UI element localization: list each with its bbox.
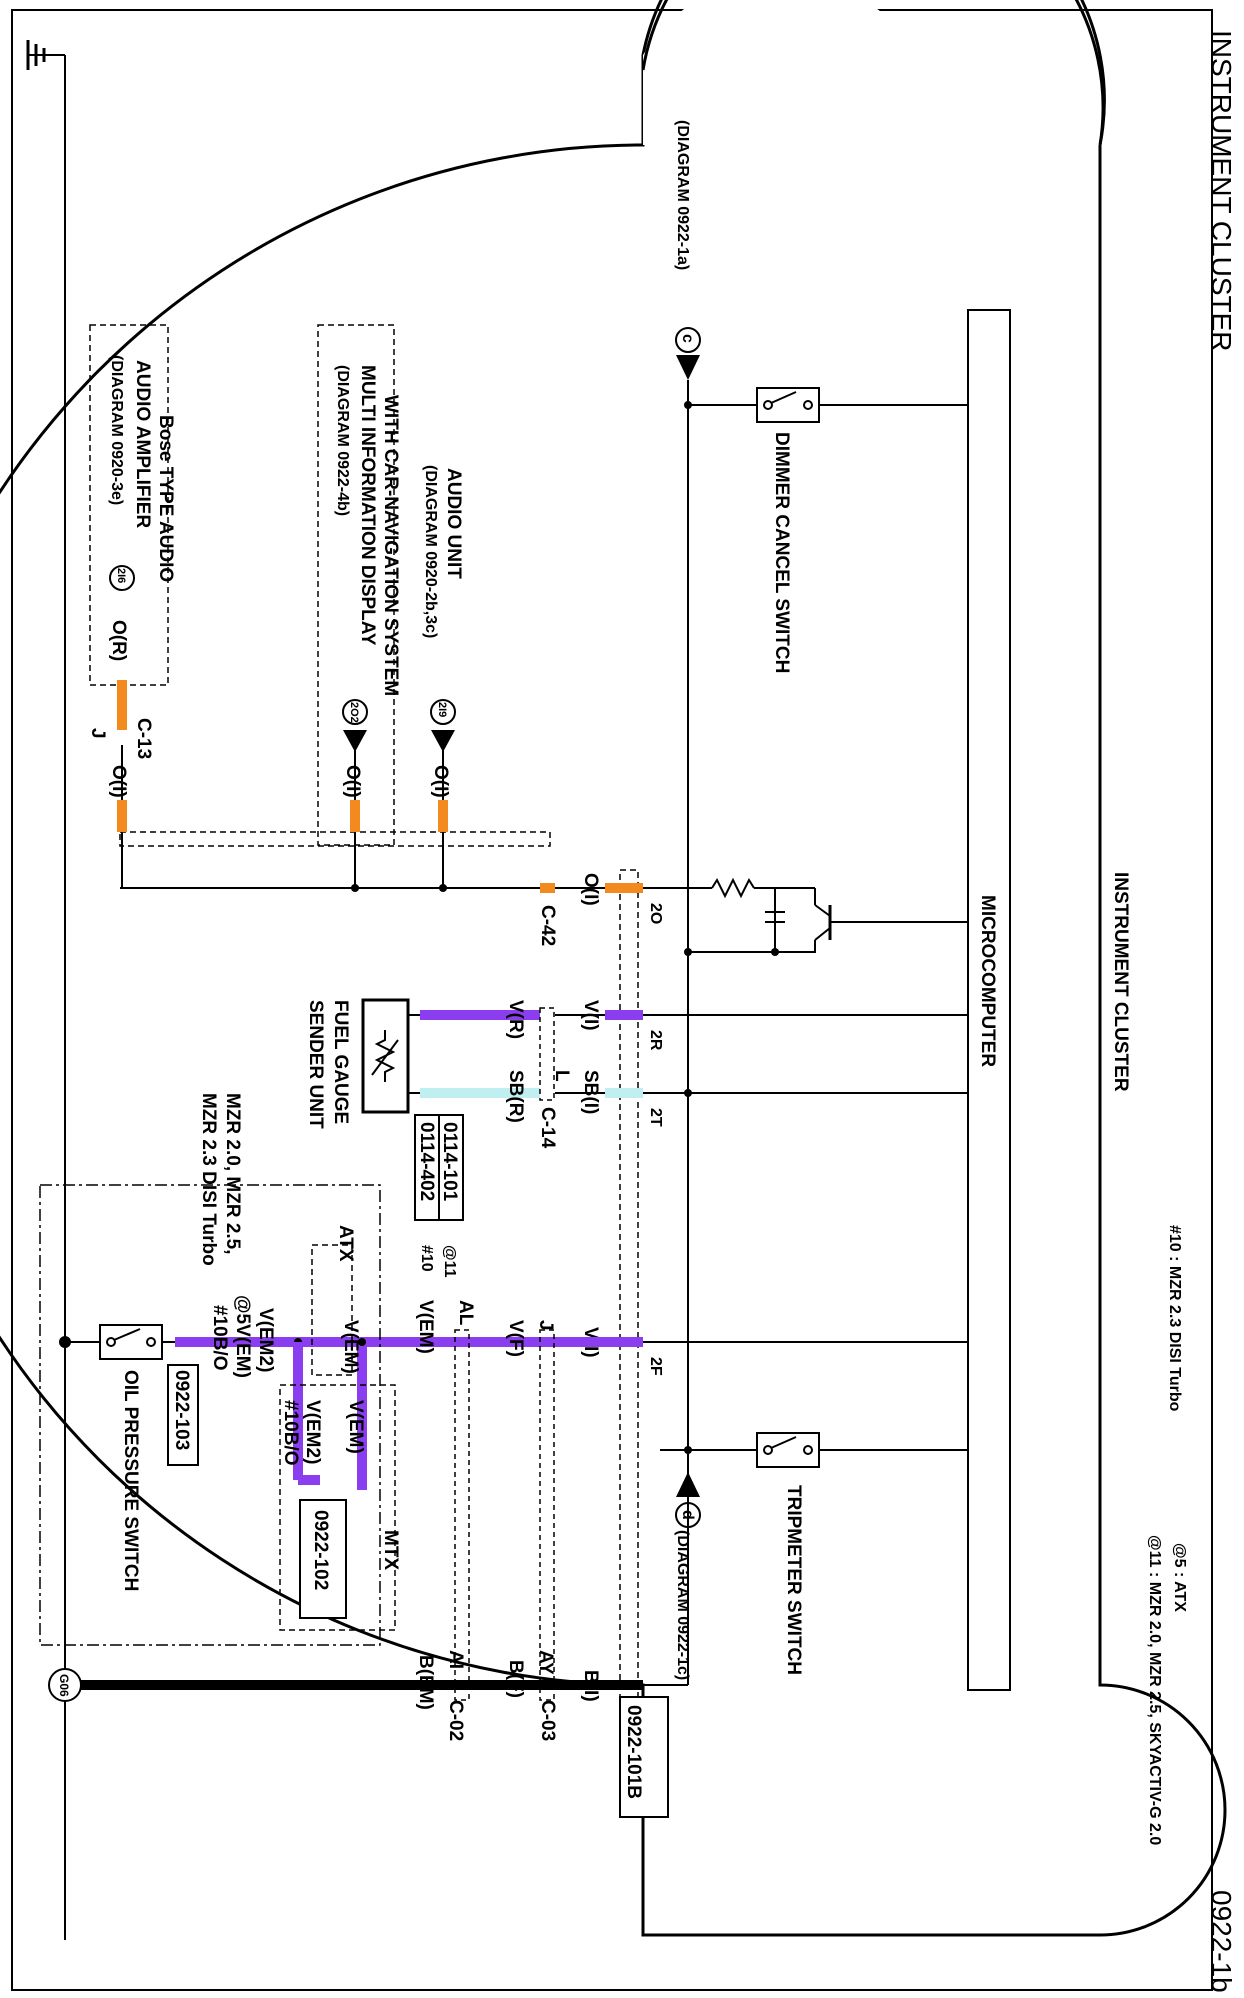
bose-diagram: (DIAGRAM 0920-3e) xyxy=(108,355,125,505)
ground-g06-label: G06 xyxy=(57,1674,71,1697)
dimmer-cancel-switch-icon xyxy=(756,387,820,423)
note-10: #10 : MZR 2.3 DISI Turbo xyxy=(1166,1225,1183,1412)
em2-note2: #10B/O xyxy=(209,1305,230,1370)
note-11: @11 : MZR 2.0, MZR 2.5, SKYACTIV-G 2.0 xyxy=(1146,1535,1163,1845)
pin-2O: 2O xyxy=(647,903,664,924)
fuel-gauge-label: FUEL GAUGE xyxy=(330,1000,351,1124)
wire-v-r: V(R) xyxy=(505,1000,526,1039)
arrow-down-icon xyxy=(431,730,455,752)
wire-o-i-audio: O(I) xyxy=(430,765,451,798)
nav-title: WITH CAR-NAVIGATION SYSTEM xyxy=(380,395,401,696)
atx-dashed xyxy=(311,1244,353,1376)
badge-2i9 xyxy=(430,699,456,725)
audio-unit-label: AUDIO UNIT xyxy=(443,468,464,579)
pin-2F: 2F xyxy=(647,1357,664,1376)
microcomputer-label: MICROCOMPUTER xyxy=(977,895,998,1067)
ref-at11: @11 xyxy=(441,1245,458,1278)
connector-c02-ai: AI xyxy=(445,1650,466,1669)
mtx-note: #10B/O xyxy=(280,1400,301,1465)
pin-2T: 2T xyxy=(647,1108,664,1127)
mtx-label: MTX xyxy=(380,1530,401,1570)
variable-resistor-icon xyxy=(371,1030,399,1082)
oil-switch-label: OIL PRESSURE SWITCH xyxy=(120,1370,141,1591)
nav-display: MULTI INFORMATION DISPLAY xyxy=(357,365,378,646)
page-frame xyxy=(11,9,1213,1991)
ground-icon xyxy=(26,40,65,70)
fuel-gauge-sender-box xyxy=(361,998,410,1114)
em2-note: @5V(EM) xyxy=(232,1295,253,1378)
wire-o-i-amp: O(I) xyxy=(108,765,129,798)
connector-c03-ay: AY xyxy=(535,1650,556,1675)
badge-2i6 xyxy=(109,565,135,591)
arrow-down-icon xyxy=(343,730,367,752)
wire-b-f: B(F) xyxy=(505,1660,526,1698)
connector-j-top: J xyxy=(535,1320,556,1331)
dimmer-cancel-switch-label: DIMMER CANCEL SWITCH xyxy=(771,432,792,673)
atx-label: ATX xyxy=(335,1225,356,1262)
ref-0114-402: 0114-402 xyxy=(416,1122,437,1201)
wire-v-f: V(F) xyxy=(505,1320,526,1357)
ref-0114-101: 0114-101 xyxy=(439,1122,460,1202)
bose-amp: AUDIO AMPLIFIER xyxy=(132,360,153,528)
wire-o-i-nav: O(I) xyxy=(342,765,363,798)
cluster-connector-dashed xyxy=(619,869,639,1703)
connector-c14-l: L xyxy=(551,1070,572,1082)
badge-2i9-text: 2I9 xyxy=(436,702,448,717)
wire-v-em-atx: V(EM) xyxy=(340,1320,361,1374)
wire-v-em2: V(EM2) xyxy=(255,1308,276,1372)
connector-c13: C-13 xyxy=(133,718,154,759)
wire-o-i: O(I) xyxy=(580,873,601,906)
marker-c-icon xyxy=(675,327,701,353)
page-title: INSTRUMENT CLUSTER xyxy=(1206,30,1237,352)
connector-c14: C-14 xyxy=(537,1107,558,1149)
ref-0922-101b: 0922-101B xyxy=(623,1705,644,1799)
page-code: 0922-1b xyxy=(1206,1890,1237,1993)
ground-g06 xyxy=(48,1668,82,1702)
badge-2o2-text: 2O2 xyxy=(348,702,360,723)
capacitor-icon xyxy=(765,911,785,923)
engines-1: MZR 2.0, MZR 2.5, xyxy=(222,1093,243,1255)
oil-pressure-switch-icon xyxy=(99,1324,163,1360)
diagram-ref-top: (DIAGRAM 0922-1a) xyxy=(674,120,691,270)
wire-v-em: V(EM) xyxy=(415,1300,436,1354)
cluster-label: INSTRUMENT CLUSTER xyxy=(1110,872,1131,1092)
instrument-cluster-outline xyxy=(0,0,1227,1937)
wire-sb-r: SB(R) xyxy=(505,1070,526,1123)
tripmeter-switch-label: TRIPMETER SWITCH xyxy=(783,1485,804,1675)
fuel-gauge-label2: SENDER UNIT xyxy=(305,1000,326,1129)
marker-c: c xyxy=(679,334,696,343)
connector-c42: C-42 xyxy=(537,905,558,946)
engine-region-dashed xyxy=(39,1184,381,1646)
badge-2i6-text: 2I6 xyxy=(115,568,127,583)
bose-amp-dashed xyxy=(89,324,169,686)
arrow-down-icon xyxy=(676,355,700,380)
engines-2: MZR 2.3 DISI Turbo xyxy=(198,1093,219,1266)
connector-c13-j: J xyxy=(87,728,108,739)
nav-diagram: (DIAGRAM 0922-4b) xyxy=(334,365,351,516)
diagram-ref-bottom: (DIAGRAM 0922-1c) xyxy=(674,1530,691,1680)
wire-b-em: B(EM) xyxy=(415,1655,436,1710)
note-5: @5 : ATX xyxy=(1171,1543,1188,1612)
connector-al: AL xyxy=(455,1300,476,1326)
ref-0922-103: 0922-103 xyxy=(171,1370,192,1450)
bose-title: Bose TYPE AUDIO xyxy=(155,415,176,582)
pin-2R: 2R xyxy=(647,1030,664,1051)
microcomputer-box xyxy=(967,309,1011,1691)
badge-2o2 xyxy=(342,699,368,725)
ref-0922-102: 0922-102 xyxy=(310,1510,331,1590)
transistor-icon xyxy=(688,888,968,953)
connector-c02: C-02 xyxy=(445,1700,466,1741)
tripmeter-switch-icon xyxy=(756,1432,820,1468)
ref-h10: #10 xyxy=(418,1245,435,1272)
wire-v-em2-mtx: V(EM2) xyxy=(302,1400,323,1464)
connector-c03: C-03 xyxy=(537,1700,558,1741)
wire-v-em-mtx: V(EM) xyxy=(345,1400,366,1454)
resistor-icon xyxy=(711,877,755,899)
wire-o-r: O(R) xyxy=(108,620,129,661)
audio-unit-diagram: (DIAGRAM 0920-2b,3c) xyxy=(422,465,439,638)
